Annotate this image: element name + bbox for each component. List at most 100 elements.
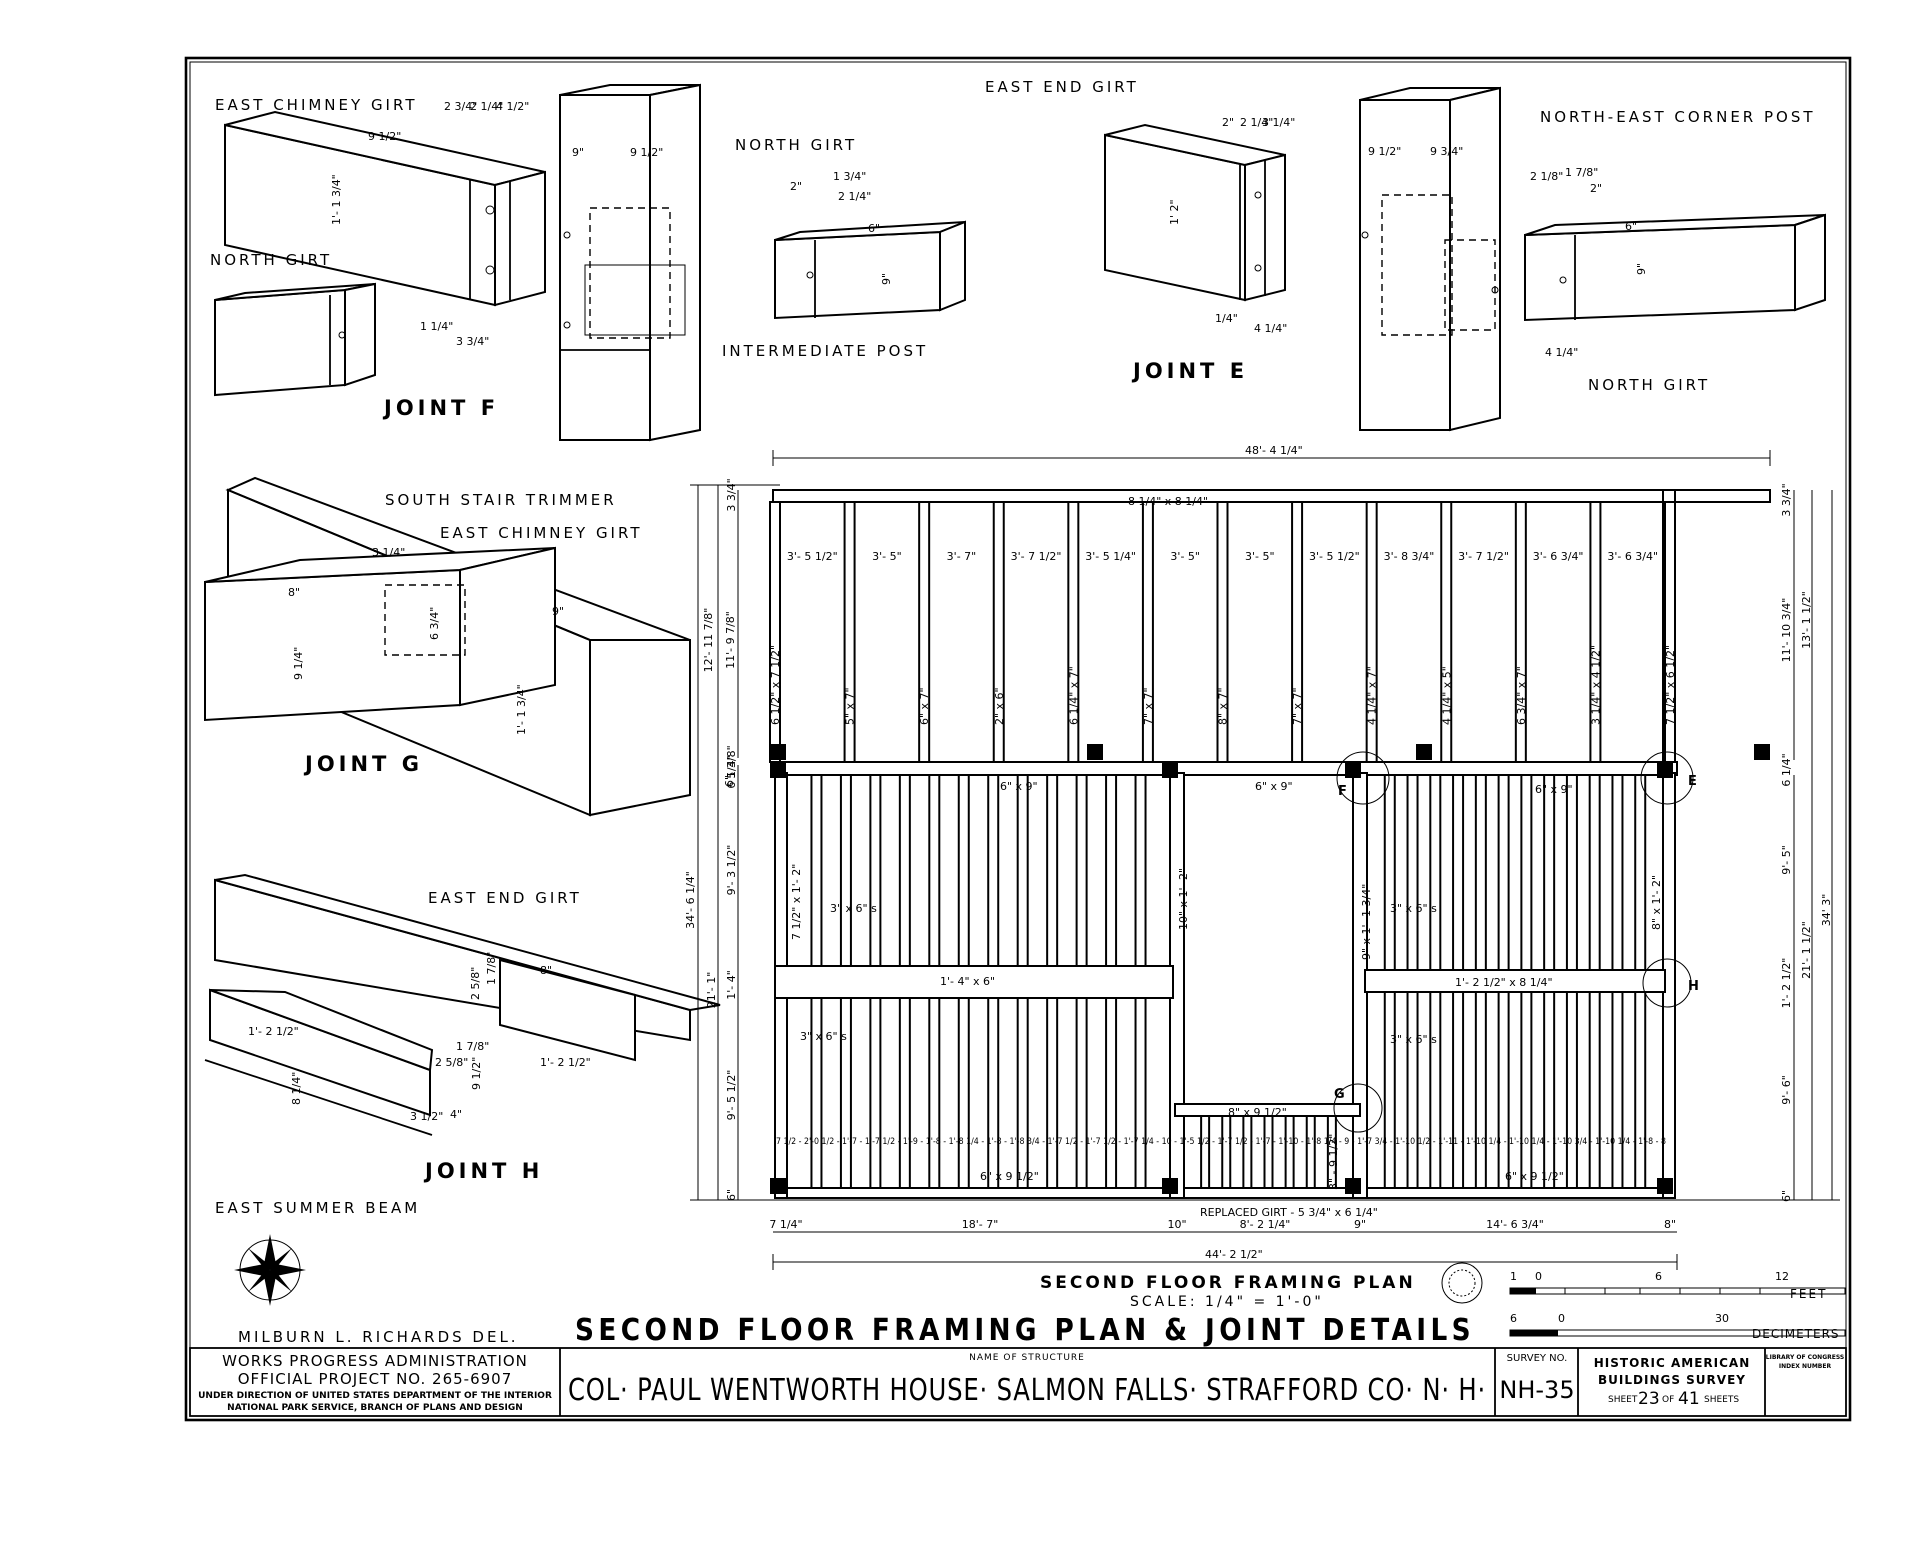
scale-tick: 0 (1535, 1270, 1542, 1283)
plan-bottom-label: 6" x 9 1/2" (1505, 1170, 1564, 1183)
south-joist (898, 774, 911, 967)
north-girt-right-dim: 2 1/8" (1530, 170, 1563, 183)
joint-h-detail: EAST END GIRT 8" 2 5/8" 1 7/8" 1'- 2 1/2… (204, 873, 721, 1217)
title-block-sheet-no: 23 (1638, 1389, 1660, 1409)
south-joist (1046, 997, 1059, 1189)
label-north-girt: NORTH GIRT (735, 136, 857, 154)
top-plate (772, 489, 1771, 503)
joint-g-dim: 6 3/4" (428, 607, 441, 640)
posts (770, 744, 1770, 1194)
north-girt-right-dim: 6" (1625, 220, 1637, 233)
south-joist (869, 997, 882, 1189)
scale-tick: 30 (1715, 1312, 1729, 1325)
south-joist (1520, 991, 1533, 1189)
top-joist-size-label: 2" x 6" (993, 687, 1006, 725)
north-joist (1291, 501, 1304, 763)
joint-f-dim: 1 1/4" (420, 320, 453, 333)
post-icon (1345, 1178, 1361, 1194)
plan-beam-label: 10" x 1'- 2" (1177, 868, 1190, 930)
plan-joists-label: 3" x 6" s (800, 1030, 847, 1043)
right-vertical-dims: 3 3/4"11'- 10 3/4"13'- 1 1/2"6 1/4"9'- 5… (1780, 483, 1833, 1202)
right-dim-label: 11'- 10 3/4" (1780, 598, 1793, 663)
south-joist (957, 774, 970, 967)
south-joist (1634, 991, 1647, 1189)
top-spacing-label: 3'- 6 3/4" (1607, 550, 1658, 563)
south-joist (928, 997, 941, 1189)
south-joist (957, 997, 970, 1189)
joint-e-detail: EAST END GIRT 2" 2 1/4" 3 1/4" 1' 2" 1/4… (985, 78, 1295, 383)
left-dim-label: 21'- 1" (705, 972, 718, 1009)
joint-e-dim: 2" (1222, 116, 1234, 129)
label-northeast-corner-post: NORTH-EAST CORNER POST (1540, 108, 1816, 126)
south-joist (1383, 991, 1396, 1189)
north-joist (1589, 501, 1602, 763)
north-girt-right-dim: 9" (1635, 263, 1648, 275)
title-block-sheet-total: 41 (1678, 1389, 1700, 1409)
south-joist (1543, 991, 1556, 1189)
south-joist (810, 997, 823, 1189)
north-girt-right-dim: 4 1/4" (1545, 346, 1578, 359)
north-girt-right-dim: 2" (1590, 182, 1602, 195)
post-icon (770, 762, 786, 778)
north-joist (843, 501, 856, 763)
top-joist-size-label: 7 1/2" x 6 1/2" (1664, 645, 1677, 725)
plan-joists-label: 3" x 6" s (1390, 902, 1437, 915)
south-joist (1105, 997, 1118, 1189)
post-dim: 9 1/2" (630, 146, 663, 159)
post-icon (1754, 744, 1770, 760)
top-joist-size-label: 6" x 7" (918, 687, 931, 725)
south-joist (898, 997, 911, 1189)
plan-overall-top-dim: 48'- 4 1/4" (1245, 444, 1303, 457)
scale-tick: 0 (1558, 1312, 1565, 1325)
intermediate-post-detail: 9" 9 1/2" INTERMEDIATE POST (559, 83, 928, 442)
south-joist (1016, 997, 1029, 1189)
north-girt-right-detail: 2 1/8" 1 7/8" 2" 6" 9" 4 1/4" NORTH GIRT (1524, 166, 1826, 394)
post-icon (1416, 744, 1432, 760)
joint-h-dim: 8 1/4" (290, 1072, 303, 1105)
summer-beam-right (1364, 969, 1666, 993)
bottom-bay-dims: 7 1/4"18'- 7"10"8'- 2 1/4"9"14'- 6 3/4"8… (769, 1218, 1676, 1231)
title-block-sheets-word: SHEETS (1704, 1395, 1739, 1405)
title-block-sheet-word: SHEET (1608, 1395, 1638, 1405)
title-block-loc-index: INDEX NUMBER (1779, 1363, 1832, 1370)
bottom-bay-label: 8" (1664, 1218, 1676, 1231)
stair-joist (1242, 1115, 1253, 1189)
joint-f-dim: 4 1/2" (496, 100, 529, 113)
delineator-credit: MILBURN L. RICHARDS DEL. (238, 1328, 519, 1346)
plan-girt-label: 6" x 9" (1535, 783, 1573, 796)
north-arrow-compass-icon (234, 1234, 306, 1306)
top-spacing-dims: 3'- 5 1/2"3'- 5"3'- 7"3'- 7 1/2"3'- 5 1/… (787, 550, 1658, 563)
title-block-habs: BUILDINGS SURVEY (1598, 1373, 1746, 1387)
post-icon (770, 1178, 786, 1194)
post-icon (1162, 762, 1178, 778)
south-joist (987, 774, 1000, 967)
south-plate (774, 1187, 1676, 1199)
plan-post-left-label: 7 1/2" x 1'- 2" (790, 864, 803, 940)
joint-f-dim: 2 1/4" (470, 100, 503, 113)
joint-e-dim: 1/4" (1215, 312, 1238, 325)
right-dim-label: 13'- 1 1/2" (1800, 591, 1813, 649)
joint-h-dim: 1 7/8" (485, 952, 498, 985)
post-icon (1657, 762, 1673, 778)
south-joist (1565, 991, 1578, 1189)
plan-girt-label: 6" x 9" (1000, 780, 1038, 793)
joint-h-dim: 8" (540, 964, 552, 977)
left-dim-label: 12'- 11 7/8" (702, 608, 715, 673)
top-joist-size-label: 6 1/2" x 7 1/2" (769, 645, 782, 725)
plan-stair-joist-label: 3" - 9 1/2" (1327, 1134, 1340, 1190)
south-joist (839, 774, 852, 967)
right-dim-label: 6 1/4" (1780, 753, 1793, 786)
joint-f-dim: 1'- 1 3/4" (330, 174, 343, 225)
sheet-border (184, 56, 1852, 1422)
left-dim-label: 9'- 3 1/2" (725, 845, 738, 896)
south-joist (1406, 991, 1419, 1189)
corner-post-dim: 9 1/2" (1368, 145, 1401, 158)
marker-h-letter: H (1688, 979, 1699, 994)
joint-h-dim: 2 5/8" (435, 1056, 468, 1069)
joint-f-dim: 9 1/2" (368, 130, 401, 143)
label-intermediate-post: INTERMEDIATE POST (722, 342, 928, 360)
north-joist (1216, 501, 1229, 763)
south-joist (1429, 991, 1442, 1189)
joint-g-label-east-chimney-girt: EAST CHIMNEY GIRT (440, 524, 642, 542)
top-joist-size-label: 7" x 7" (1291, 687, 1304, 725)
